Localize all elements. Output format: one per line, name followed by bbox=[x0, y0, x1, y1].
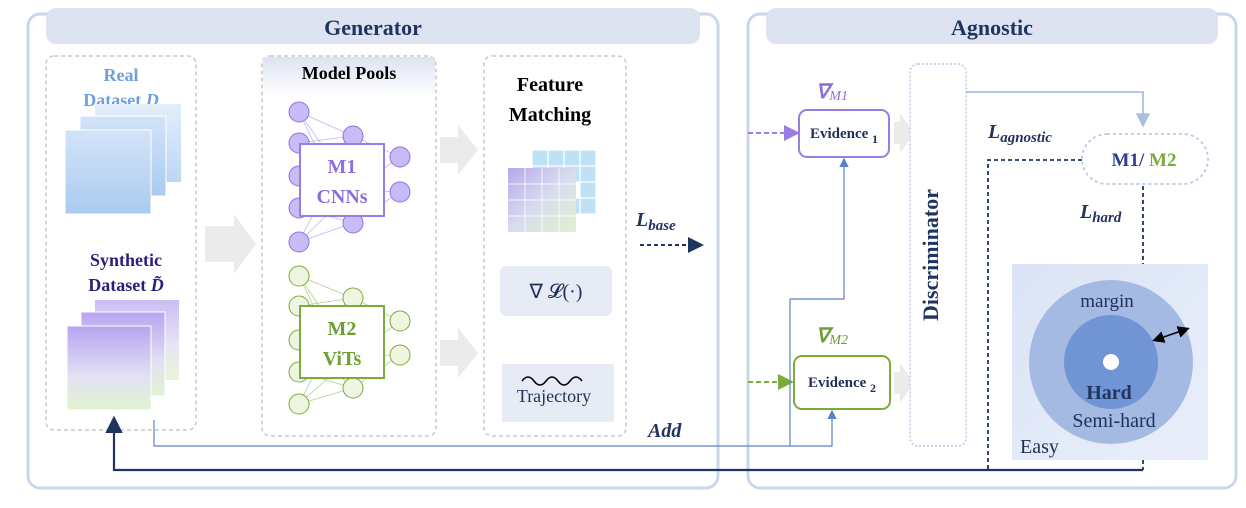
feedback-to-synthetic-arrow bbox=[105, 415, 1143, 472]
flow-arrow-evidence2-to-discriminator bbox=[894, 363, 914, 403]
model-pools-title: Model Pools bbox=[302, 63, 397, 83]
trajectory-box bbox=[502, 364, 614, 422]
gradient-loss-label: ∇ 𝓛(·) bbox=[529, 281, 583, 303]
connector-add-line bbox=[153, 409, 837, 447]
m1-sublabel: CNNs bbox=[316, 186, 367, 208]
m1m2-pill bbox=[1081, 133, 1209, 185]
trajectory-wave-icon bbox=[521, 376, 583, 386]
hard-label: Hard bbox=[1086, 382, 1132, 404]
vit-network-graphic: M2 ViTs bbox=[288, 265, 411, 415]
loss-base-label: Lbase bbox=[635, 209, 676, 234]
connector-to-evidence1 bbox=[789, 157, 849, 446]
evidence2-box bbox=[793, 355, 891, 410]
feature-matching-title-1: Feature bbox=[517, 74, 583, 96]
flow-arrow-evidence1-to-discriminator bbox=[894, 113, 914, 153]
semi-hard-label: Semi-hard bbox=[1072, 410, 1155, 432]
feature-matching-box: Feature Matching ∇ 𝓛(·) Trajectory bbox=[483, 55, 627, 437]
evidence1-box bbox=[798, 109, 890, 158]
evidence1-label: Evidence 1 bbox=[810, 126, 878, 146]
m1m2-label: M1/ M2 bbox=[1112, 150, 1177, 171]
margin-arrow bbox=[1152, 326, 1190, 343]
flow-arrow-dataset-to-pools bbox=[205, 214, 256, 274]
agnostic-feedback-dashed bbox=[987, 159, 1082, 470]
flow-arrow-m1-to-feature bbox=[440, 125, 478, 175]
real-image-stack bbox=[64, 104, 181, 215]
m2-box bbox=[299, 305, 385, 379]
synthetic-image-stack bbox=[66, 300, 179, 411]
dataset-box: Real Dataset D Synthetic Dataset D̃ bbox=[45, 55, 197, 431]
m1-label: M1 bbox=[328, 156, 357, 178]
model-pools-box: Model Pools M1 CNNs bbox=[261, 55, 437, 437]
center-dot bbox=[1103, 354, 1119, 370]
m2-sublabel: ViTs bbox=[323, 348, 362, 370]
discriminator-to-m1m2-arrow bbox=[966, 91, 1151, 128]
feature-map-graphic bbox=[508, 149, 597, 232]
m2-label: M2 bbox=[328, 318, 357, 340]
discriminator-box bbox=[909, 63, 967, 447]
loss-agnostic-label: Lagnostic bbox=[987, 121, 1052, 146]
discriminator-label: Discriminator bbox=[918, 189, 943, 321]
feature-matching-title-2: Matching bbox=[509, 104, 591, 126]
flow-arrow-m2-to-feature bbox=[440, 328, 478, 378]
loss-hard-label: Lhard bbox=[1079, 201, 1122, 226]
agnostic-header bbox=[766, 8, 1218, 44]
agnostic-title: Agnostic bbox=[951, 15, 1033, 40]
trajectory-label: Trajectory bbox=[517, 386, 591, 406]
easy-label: Easy bbox=[1020, 436, 1059, 458]
gradient-loss-box bbox=[500, 266, 612, 316]
m1-box bbox=[299, 143, 385, 217]
difficulty-rings: margin Hard Semi-hard Easy bbox=[1012, 264, 1208, 460]
generator-title: Generator bbox=[324, 15, 422, 40]
real-dataset-label-1: Real bbox=[104, 65, 139, 85]
synthetic-dataset-label-1: Synthetic bbox=[90, 250, 162, 270]
synthetic-dataset-label-2: Dataset D̃ bbox=[88, 275, 163, 295]
generator-header bbox=[46, 8, 700, 44]
add-label: Add bbox=[646, 420, 682, 442]
cnn-network-graphic: M1 CNNs bbox=[288, 101, 411, 253]
margin-label: margin bbox=[1080, 291, 1134, 312]
evidence2-label: Evidence 2 bbox=[808, 375, 876, 395]
